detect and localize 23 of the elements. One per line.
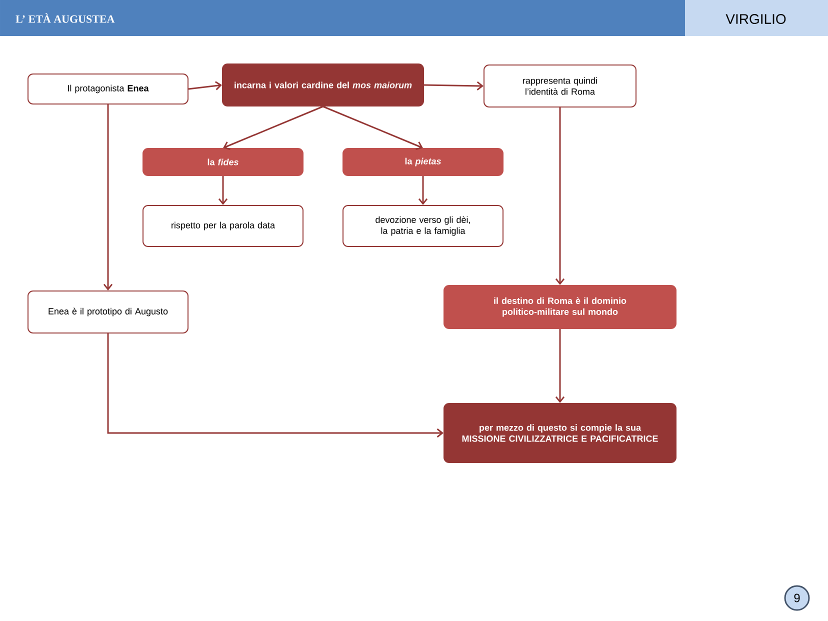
- arrow: [103, 104, 113, 290]
- concept-box: la fides: [142, 148, 304, 176]
- highlight-box: per mezzo di questo si compie la sua MISSIONE CIVILIZZATRICE E PACIFICATRICE: [444, 403, 676, 463]
- arrow: [188, 81, 222, 90]
- arrow: [322, 106, 423, 150]
- arrow: [107, 334, 444, 438]
- concept-box: rispetto per la parola data: [142, 205, 304, 247]
- concept-box: Enea è il prototipo di Augusto: [28, 290, 188, 334]
- arrow: [555, 329, 565, 403]
- concept-box: rappresenta quindi l’identità di Roma: [484, 64, 636, 108]
- arrow: [424, 81, 484, 90]
- arrow: [223, 106, 324, 150]
- arrow: [555, 108, 565, 285]
- concept-box: Il protagonista Enea: [28, 74, 188, 104]
- concept-box: devozione verso gli dèi, la patria e la famiglia: [342, 205, 504, 247]
- concept-box: la pietas: [342, 148, 504, 176]
- page-number: 9: [784, 585, 810, 611]
- header-bar: L’ ETÀ AUGUSTEA: [0, 0, 685, 36]
- highlight-box: incarna i valori cardine del mos maiorum: [222, 64, 424, 106]
- section-tab: VIRGILIO: [685, 0, 828, 36]
- arrow: [218, 176, 228, 205]
- arrow: [418, 176, 428, 205]
- concept-box: il destino di Roma è il dominio politico-militare sul mondo: [444, 285, 676, 329]
